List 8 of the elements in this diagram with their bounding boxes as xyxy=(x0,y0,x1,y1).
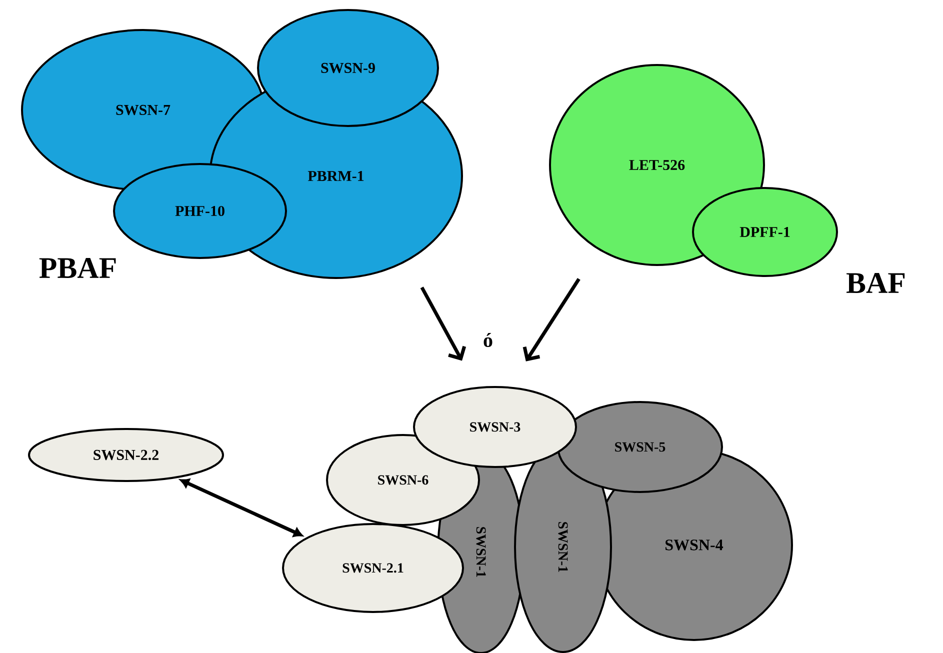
complex-label: PBAF xyxy=(39,258,116,278)
arrow xyxy=(420,286,466,361)
complex-label: BAF xyxy=(846,273,905,293)
node-label: SWSN-1 xyxy=(558,522,568,572)
arrow xyxy=(180,478,303,537)
arrow xyxy=(522,278,580,362)
complex-label: ó xyxy=(484,332,492,348)
node-label: SWSN-4 xyxy=(666,540,724,550)
